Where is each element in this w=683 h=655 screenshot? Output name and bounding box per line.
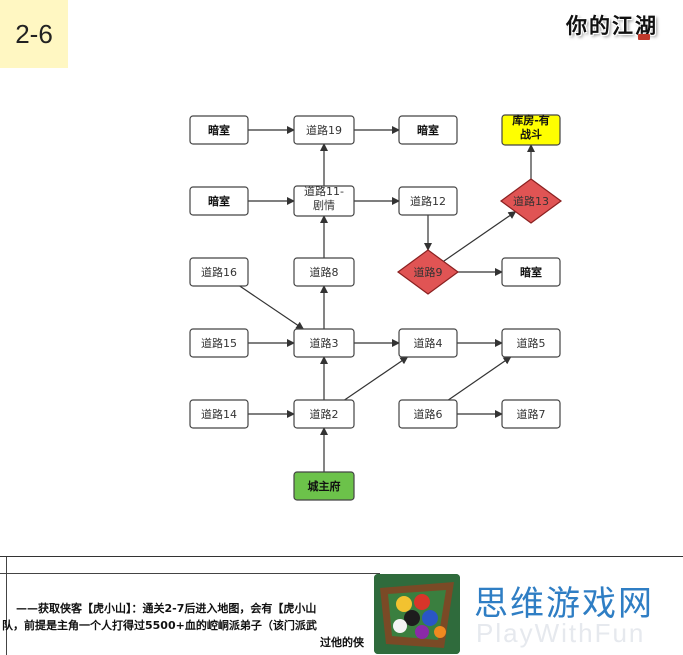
node-shape-road2: [293, 399, 355, 429]
node-shape-road5: [501, 328, 561, 358]
notes-line-2: 队，前提是主角一个人打得过5500+血的崆峒派弟子（该门派武: [2, 619, 317, 632]
node-shape-anshi_b: [398, 115, 458, 145]
node-label-road16: 道路16: [201, 265, 237, 279]
site-subtitle: PlayWithFun: [476, 618, 646, 648]
node-road8: 道路8: [293, 257, 355, 287]
node-label-anshi_a: 暗室: [208, 123, 230, 137]
edge-road6-to-road5: [447, 356, 512, 401]
node-label-anshi_c: 暗室: [208, 194, 230, 208]
node-label-road11: 道路11-: [304, 184, 344, 198]
node-road7: 道路7: [501, 399, 561, 429]
node-label-road8: 道路8: [310, 265, 339, 279]
node-shape-road8: [293, 257, 355, 287]
node-label-road5: 道路5: [517, 336, 546, 350]
node-shape-road15: [189, 328, 249, 358]
stage-label: 2-6: [15, 18, 53, 49]
node-label-kufang-line2: 战斗: [520, 127, 542, 141]
node-road4: 道路4: [398, 328, 458, 358]
node-shape-road13: [499, 178, 563, 224]
node-label-road12: 道路12: [410, 194, 446, 208]
node-shape-chengzhufu: [293, 471, 355, 501]
node-road3: 道路3: [293, 328, 355, 358]
node-label-road6: 道路6: [414, 407, 443, 421]
node-road12: 道路12: [398, 186, 458, 216]
logo-seal-icon: [638, 34, 650, 40]
notes-column-divider: [6, 557, 7, 655]
node-label-anshi_b: 暗室: [417, 123, 439, 137]
game-logo-text: 你的江湖: [566, 13, 658, 38]
node-kufang: 库房-有战斗: [501, 113, 561, 146]
node-road6: 道路6: [398, 399, 458, 429]
node-shape-road7: [501, 399, 561, 429]
game-logo: 你的江湖: [556, 8, 668, 42]
node-shape-anshi_d: [501, 257, 561, 287]
node-shape-road12: [398, 186, 458, 216]
node-road14: 道路14: [189, 399, 249, 429]
node-shape-road4: [398, 328, 458, 358]
node-road15: 道路15: [189, 328, 249, 358]
notes-line-3: 过他的侠: [320, 636, 364, 649]
node-anshi_d: 暗室: [501, 257, 561, 287]
node-shape-road16: [189, 257, 249, 287]
node-road19: 道路19: [293, 115, 355, 145]
node-shape-road9: [396, 249, 460, 295]
node-label-chengzhufu: 城主府: [308, 479, 341, 493]
billiard-balls-icon: [374, 574, 460, 654]
node-label-anshi_d: 暗室: [520, 265, 542, 279]
node-shape-anshi_c: [189, 186, 249, 216]
edge-road2-to-road4: [344, 356, 409, 401]
node-label-road13: 道路13: [513, 194, 549, 208]
node-label-road2: 道路2: [310, 407, 339, 421]
notes-panel: [0, 556, 683, 655]
node-label-road3: 道路3: [310, 336, 339, 350]
notes-row-divider: [0, 573, 380, 574]
node-anshi_c: 暗室: [189, 186, 249, 216]
node-shape-road14: [189, 399, 249, 429]
node-label-road19: 道路19: [306, 123, 342, 137]
stage-badge: 2-6: [0, 0, 68, 68]
node-label-road4: 道路4: [414, 336, 443, 350]
edge-road9-to-road13: [443, 211, 517, 262]
node-label-kufang: 库房-有: [512, 113, 550, 127]
node-label-road14: 道路14: [201, 407, 237, 421]
node-road13: 道路13: [499, 178, 563, 224]
notes-line-1: ——获取侠客【虎小山】：通关2-7后进入地图，会有【虎小山: [16, 602, 317, 615]
node-anshi_a: 暗室: [189, 115, 249, 145]
node-anshi_b: 暗室: [398, 115, 458, 145]
node-road11: 道路11-剧情: [293, 184, 355, 217]
node-shape-road11: [293, 185, 355, 217]
node-label-road15: 道路15: [201, 336, 237, 350]
node-shape-road6: [398, 399, 458, 429]
node-road16: 道路16: [189, 257, 249, 287]
node-label-road11-line2: 剧情: [313, 199, 335, 212]
node-shape-kufang: [501, 114, 561, 146]
node-label-road7: 道路7: [517, 407, 546, 421]
node-shape-anshi_a: [189, 115, 249, 145]
node-label-road9: 道路9: [414, 265, 443, 279]
node-chengzhufu: 城主府: [293, 471, 355, 501]
node-road9: 道路9: [396, 249, 460, 295]
site-logo-image: [374, 574, 460, 654]
node-road2: 道路2: [293, 399, 355, 429]
node-shape-road19: [293, 115, 355, 145]
site-name: 思维游戏网: [474, 584, 654, 624]
node-road5: 道路5: [501, 328, 561, 358]
node-shape-road3: [293, 328, 355, 358]
edge-road16-to-road3: [239, 285, 305, 330]
